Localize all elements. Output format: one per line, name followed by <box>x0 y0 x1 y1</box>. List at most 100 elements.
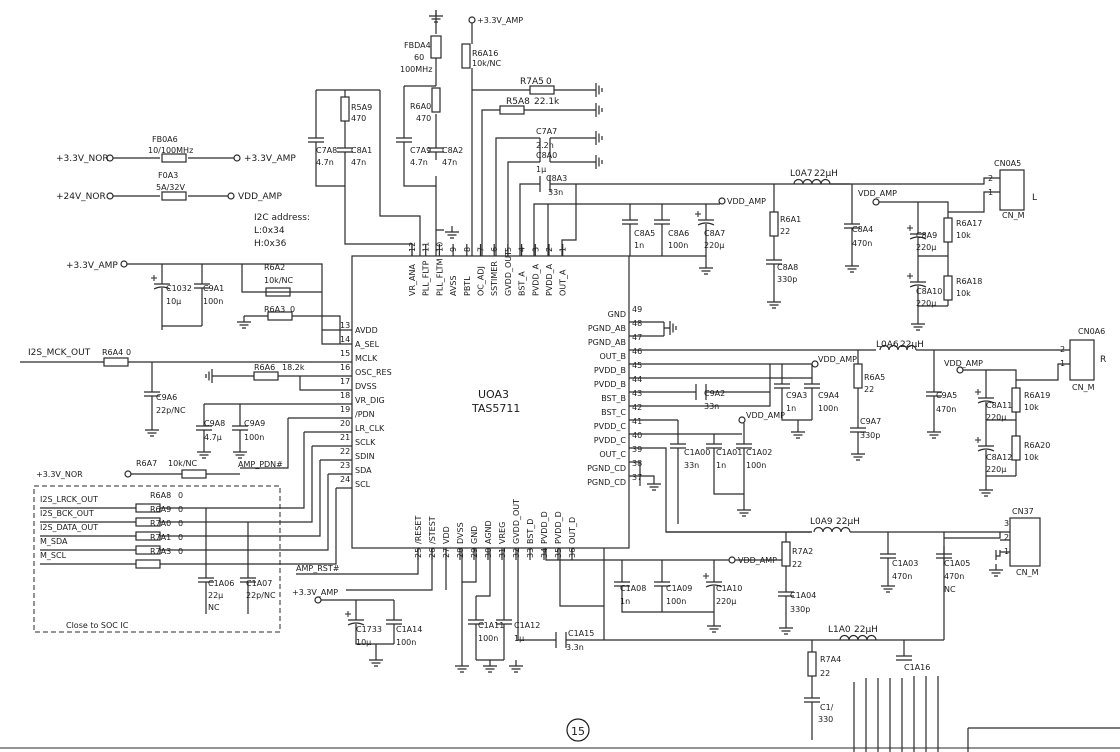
pin-left-sig: A_SEL <box>355 340 380 349</box>
pin-left-sig: LR_CLK <box>355 424 385 433</box>
r7a2-ref: R7A2 <box>792 547 813 556</box>
c1a04-ref: C1A04 <box>790 591 816 600</box>
cn0a6-pin2: 2 <box>1060 345 1065 354</box>
pin-top-sig: VR_ANA <box>408 264 417 296</box>
pin-right-sig: PVDD_C <box>594 436 627 445</box>
c1a-bot-ref: C1/ <box>820 703 834 712</box>
soc-box <box>33 485 281 633</box>
fbda4-val: 60 <box>414 53 424 62</box>
c7a9-ref: C7A9 <box>410 146 431 155</box>
c9a8-ref: C9A8 <box>204 419 225 428</box>
net-v33nor-2: +3.3V_NOR <box>36 470 83 479</box>
cn37-val: CN_M <box>1016 568 1039 577</box>
pin-bottom-sig: VREG <box>498 522 507 544</box>
net-v33amp-4: +3.3V_AMP <box>292 588 338 597</box>
pin-right-num: 47 <box>632 333 642 342</box>
c9a9-val: 100n <box>244 433 264 442</box>
pin-bottom-sig: BST_D <box>526 519 535 544</box>
l0a7-ref: L0A7 <box>790 169 813 179</box>
c1a12-val: 1µ <box>514 634 524 643</box>
ic-part: TAS5711 <box>471 402 520 415</box>
fbda4-val2: 100MHz <box>400 65 432 74</box>
net-amp-rst: AMP_RST# <box>296 564 340 573</box>
r6a0-ref: R6A0 <box>410 102 431 111</box>
r6a9-val: 0 <box>178 505 183 514</box>
l0a9-ref: L0A9 <box>810 517 833 527</box>
net-v33nor-1: +3.3V_NOR <box>56 154 109 164</box>
pin-left-num: 24 <box>340 475 350 484</box>
net-data: I2S_DATA_OUT <box>40 523 98 532</box>
c1a12-ref: C1A12 <box>514 621 540 630</box>
pin-top-sig: GVDD_OUT <box>504 251 513 296</box>
fb0a6-val: 10/100MHz <box>148 146 193 155</box>
c8a8-ref: C8A8 <box>777 263 798 272</box>
cn0a6-pin1: 1 <box>1060 359 1065 368</box>
c8a2-val: 47n <box>442 158 457 167</box>
pin-right-sig: OUT_C <box>599 450 626 459</box>
c8a11-val: 220µ <box>986 413 1006 422</box>
r5a9-val: 470 <box>351 114 366 123</box>
r6a17-val: 10k <box>956 231 971 240</box>
c9a1-ref: C9A1 <box>203 284 224 293</box>
c9a8-val: 4.7µ <box>204 433 222 442</box>
pin-right-num: 39 <box>632 445 642 454</box>
r7a0-ref: R7A0 <box>150 519 171 528</box>
pin-right-sig: BST_C <box>601 408 626 417</box>
l0a6-val: 22µH <box>900 340 924 350</box>
pin-right-sig: PVDD_C <box>594 422 627 431</box>
fb0a6-ref: FB0A6 <box>152 135 178 144</box>
c8a3-val: 33n <box>548 188 563 197</box>
pin-top-num: 1 <box>559 247 568 252</box>
c1a11-val: 100n <box>478 634 498 643</box>
cn0a5-connector <box>999 169 1025 211</box>
pin-top-num: 8 <box>463 247 472 252</box>
r6a7-ref: R6A7 <box>136 459 157 468</box>
c1a15-ref: C1A15 <box>568 629 594 638</box>
c1a14-val: 100n <box>396 638 416 647</box>
pin-top-sig: PVDD_A <box>545 263 554 296</box>
pin-bottom-num: 33 <box>526 548 535 558</box>
pin-left-sig: SCLK <box>355 438 376 447</box>
r7a1-ref: R7A1 <box>150 533 171 542</box>
c1a11-ref: C1A11 <box>478 621 504 630</box>
c1a08-ref: C1A08 <box>620 584 646 593</box>
cn0a6-side: R <box>1100 355 1106 365</box>
pin-left-num: 21 <box>340 433 350 442</box>
c1a00-val: 33n <box>684 461 699 470</box>
c8a0-val: 1µ <box>536 165 546 174</box>
r7a4-val: 22 <box>820 669 830 678</box>
pin-left-num: 17 <box>340 377 350 386</box>
r6a19-ref: R6A19 <box>1024 391 1050 400</box>
c9a9-ref: C9A9 <box>244 419 265 428</box>
pin-top-sig: BST_A <box>518 271 527 296</box>
f0a3-ref: F0A3 <box>158 171 178 180</box>
cn37-connector <box>1009 517 1041 567</box>
r6a18-val: 10k <box>956 289 971 298</box>
r6a7-val: 10k/NC <box>168 459 197 468</box>
net-amp-pdn: AMP_PDN# <box>238 460 283 469</box>
r6a16-val: 10k/NC <box>472 59 501 68</box>
pin-bottom-sig: GVDD_OUT <box>512 499 521 544</box>
pin-left-num: 16 <box>340 363 350 372</box>
pin-right-num: 42 <box>632 403 642 412</box>
c8a10-ref: C8A10 <box>916 287 942 296</box>
l1a0-val: 22µH <box>854 625 878 635</box>
pin-right-sig: PGND_CD <box>587 464 626 473</box>
c1a01-ref: C1A01 <box>716 448 742 457</box>
pin-right-sig: OUT_B <box>599 352 626 361</box>
pin-bottom-num: 34 <box>540 548 549 558</box>
r6a4-val: 0 <box>126 348 131 357</box>
c1a07-val: 22p/NC <box>246 591 276 600</box>
net-vdd-amp-6: VDD_AMP <box>944 359 983 368</box>
pin-left-sig: MCLK <box>355 354 378 363</box>
pin-bottom-sig: VDD <box>442 526 451 544</box>
pin-top-sig: OC_ADJ <box>477 266 486 296</box>
c9a6-ref: C9A6 <box>156 393 177 402</box>
cn0a6-connector <box>1069 339 1095 381</box>
f0a3-val: 5A/32V <box>156 183 185 192</box>
pin-right-sig: PGND_AB <box>588 324 626 333</box>
net-vdd-amp-1: VDD_AMP <box>727 197 766 206</box>
pin-left-sig: VR_DIG <box>355 396 385 405</box>
fbda4-ref: FBDA4 <box>404 41 431 50</box>
net-vdd-amp-4: VDD_AMP <box>818 355 857 364</box>
